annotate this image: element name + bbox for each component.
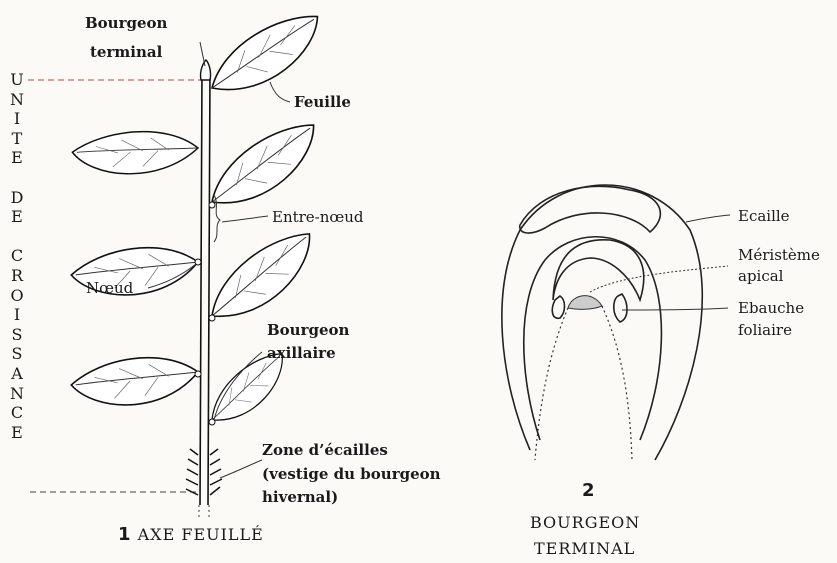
label-entre-noeud: Entre-nœud xyxy=(272,207,364,227)
caption-fig2-line2: TERMINAL xyxy=(534,539,635,558)
label-ebauche-2: foliaire xyxy=(738,320,792,340)
bud-section xyxy=(502,185,702,460)
label-noeud: Nœud xyxy=(86,278,133,298)
label-bourgeon-terminal-2: terminal xyxy=(90,42,162,62)
caption-fig2-number: 2 xyxy=(582,480,595,501)
leaf-l1 xyxy=(71,106,200,198)
label-zone-ecailles-3: hivernal) xyxy=(262,487,338,507)
label-ecaille: Ecaille xyxy=(738,206,790,226)
leaf-r2 xyxy=(199,122,328,208)
label-ebauche-1: Ebauche xyxy=(738,298,804,318)
label-bourgeon-axillaire-2: axillaire xyxy=(267,343,336,363)
unite-de-croissance-label: U N I T E D E C R O I S S A N C E xyxy=(6,70,28,442)
leaf-r3 xyxy=(196,231,326,322)
caption-fig2-line1: BOURGEON xyxy=(530,513,640,532)
label-zone-ecailles-2: (vestige du bourgeon xyxy=(262,464,441,484)
caption-fig1-number: 1 xyxy=(118,524,132,545)
scale-zone xyxy=(186,449,222,495)
leaf-r1 xyxy=(201,14,328,95)
label-feuille: Feuille xyxy=(294,92,351,112)
label-meristeme-2: apical xyxy=(738,266,783,286)
terminal-bud xyxy=(201,60,211,80)
label-zone-ecailles-1: Zone d’écailles xyxy=(262,440,388,460)
label-bourgeon-terminal-1: Bourgeon xyxy=(85,13,167,33)
caption-fig1: 1 AXE FEUILLÉ xyxy=(118,524,264,545)
stem xyxy=(200,70,210,505)
leaf-l3 xyxy=(70,327,201,433)
label-meristeme-1: Méristème xyxy=(738,245,820,265)
leaf-l2 xyxy=(70,217,201,323)
label-bourgeon-axillaire-1: Bourgeon xyxy=(267,320,349,340)
caption-fig1-text: AXE FEUILLÉ xyxy=(138,525,264,544)
